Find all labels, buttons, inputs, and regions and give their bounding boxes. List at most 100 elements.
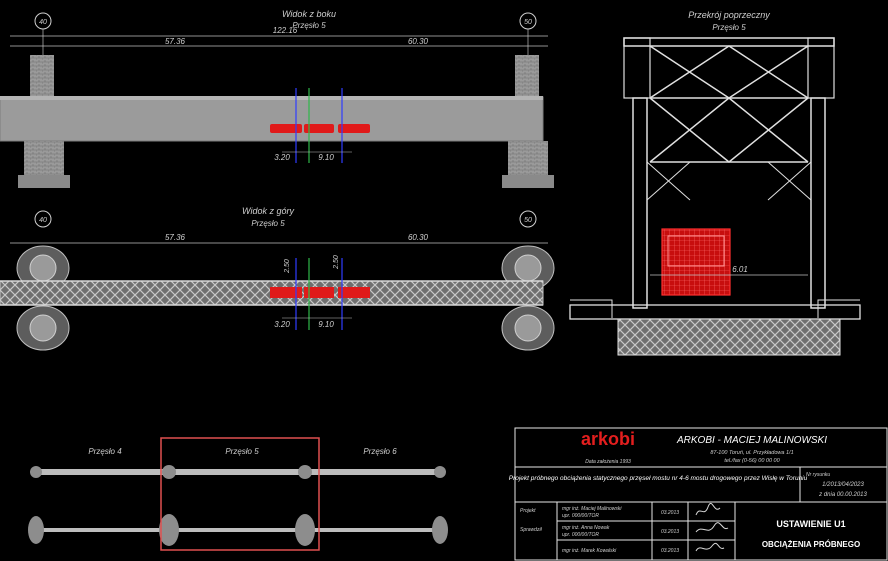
portal-post-right-top (807, 37, 835, 99)
truck-window (667, 235, 725, 267)
doc-number: 1/2013/04/2023 (822, 482, 864, 488)
sheet-title-1: USTAWIENIE U1 (776, 519, 845, 529)
pylon-right (515, 55, 539, 100)
axis-label-left-top: 40 (39, 217, 47, 224)
axis-label-right: 50 (524, 19, 532, 26)
cross-section-subtitle: Przęsło 5 (712, 23, 746, 32)
pylon-left (30, 55, 54, 100)
project-name: Projekt próbnego obciążenia statycznego … (509, 475, 808, 482)
date-designer: 03.2013 (661, 510, 679, 516)
overview-plan-pier-3 (295, 514, 315, 546)
perm-checker: upr. 000/00/TOR (562, 532, 599, 538)
top-view: Widok z góry Przęsło 5 40 50 57.36 60.30… (0, 206, 555, 351)
deck-edge-band (0, 96, 543, 100)
pier-plan-left-bottom-inner (29, 314, 57, 342)
overview-pier-4 (434, 466, 446, 478)
span-4-label: Przęsło 4 (88, 447, 122, 456)
portal-frame-top (623, 37, 835, 47)
knee-brace-right (767, 161, 812, 201)
name-third: mgr inż. Marek Kowalski (562, 548, 617, 554)
role-design: Projekt (520, 508, 536, 514)
top-view-title: Widok z góry (242, 206, 294, 216)
title-block-frame (514, 427, 888, 561)
axis-label-left: 40 (39, 19, 47, 26)
overview-pier-3 (298, 465, 312, 479)
span-6-label: Przęsło 6 (363, 447, 397, 456)
dim-vert-a: 2.50 (284, 259, 291, 274)
dim-left-top: 57.36 (165, 233, 186, 242)
portal-post-left-top (623, 37, 651, 99)
dim-small-b: 9.10 (318, 153, 334, 162)
test-truck-3 (338, 124, 370, 133)
role-check: Sprawdził (520, 527, 543, 533)
signature-1 (695, 502, 721, 516)
pier-plan-right-top-inner (514, 254, 542, 282)
axis-label-right-top: 50 (524, 217, 532, 224)
dim-right: 60.30 (408, 37, 429, 46)
test-truck-plan-3 (338, 287, 370, 298)
dim-small-a: 3.20 (274, 153, 290, 162)
dim-right-top: 60.30 (408, 233, 429, 242)
knee-brace-left (646, 161, 691, 201)
company-name: ARKOBI - MACIEJ MALINOWSKI (676, 435, 827, 446)
sidewalk-left (570, 299, 613, 318)
span-5-highlight (160, 437, 320, 551)
doc-label: Nr rysunku (806, 472, 830, 478)
date-checker: 03.2013 (661, 529, 679, 535)
sidewalk-right (817, 299, 860, 318)
x-bracing-lower (649, 97, 809, 163)
test-truck-plan-1 (270, 287, 302, 298)
axis-bubble-left-top (34, 210, 52, 228)
logo-caption: Data założenia 1993 (585, 459, 631, 465)
pier-right-base (502, 175, 554, 188)
company-address-2: tel./fax (0-56) 00 00 00 (724, 458, 780, 464)
title-block: arkobi Data założenia 1993 ARKOBI - MACI… (509, 427, 888, 561)
overview-plan-pier-4 (432, 516, 448, 544)
side-view-subtitle: Przęsło 5 (292, 21, 326, 30)
dim-small-b-top: 9.10 (318, 320, 334, 329)
pier-plan-right-bottom-inner (514, 314, 542, 342)
cross-section-view: Przekrój poprzeczny Przęsło 5 6.01 (569, 10, 861, 356)
axis-bubble-right-top (519, 210, 537, 228)
overview-plan-pier-1 (28, 516, 44, 544)
dim-left: 57.36 (165, 37, 186, 46)
spans-overview: Przęsło 4 Przęsło 5 Przęsło 6 (28, 437, 448, 551)
span-5-label: Przęsło 5 (225, 447, 259, 456)
bridge-deck-side (0, 96, 544, 142)
signature-2 (695, 522, 729, 533)
truss-post-left (632, 97, 648, 309)
overview-plan-pier-2 (159, 514, 179, 546)
lower-truss-section (617, 318, 841, 356)
deck-slab-section (569, 304, 861, 320)
sheet-title-2: OBCIĄŻENIA PRÓBNEGO (762, 540, 860, 549)
perm-designer: upr. 000/00/TOR (562, 513, 599, 519)
dim-small-a-top: 3.20 (274, 320, 290, 329)
side-view: Widok z boku Przęsło 5 40 50 122.16 57.3… (0, 9, 554, 188)
side-view-title: Widok z boku (282, 9, 336, 19)
pier-plan-left-top-inner (29, 254, 57, 282)
doc-date: z dnia 00.00.2013 (818, 492, 867, 498)
overview-pier-2 (162, 465, 176, 479)
test-truck-1 (270, 124, 302, 133)
x-bracing-upper (649, 45, 809, 99)
pier-right (508, 141, 548, 175)
top-view-subtitle: Przęsło 5 (251, 219, 285, 228)
cross-section-width: 6.01 (732, 265, 748, 274)
test-truck-plan-2 (304, 287, 334, 298)
test-truck-2 (304, 124, 334, 133)
pier-left (24, 141, 64, 175)
name-checker: mgr inż. Anna Nowak (562, 525, 610, 531)
overview-pier-1 (30, 466, 42, 478)
truss-post-right (810, 97, 826, 309)
company-logo: arkobi (581, 429, 635, 449)
date-third: 03.2013 (661, 548, 679, 554)
company-address-1: 87-100 Toruń, ul. Przykładowa 1/1 (710, 450, 793, 456)
pier-left-base (18, 175, 70, 188)
signature-3 (695, 542, 725, 552)
dim-total: 122.16 (273, 26, 298, 35)
dim-vert-b: 2.50 (333, 255, 340, 270)
truck-rear-view (661, 228, 731, 296)
cross-section-title: Przekrój poprzeczny (688, 10, 770, 20)
name-designer: mgr inż. Maciej Malinowski (562, 506, 622, 512)
